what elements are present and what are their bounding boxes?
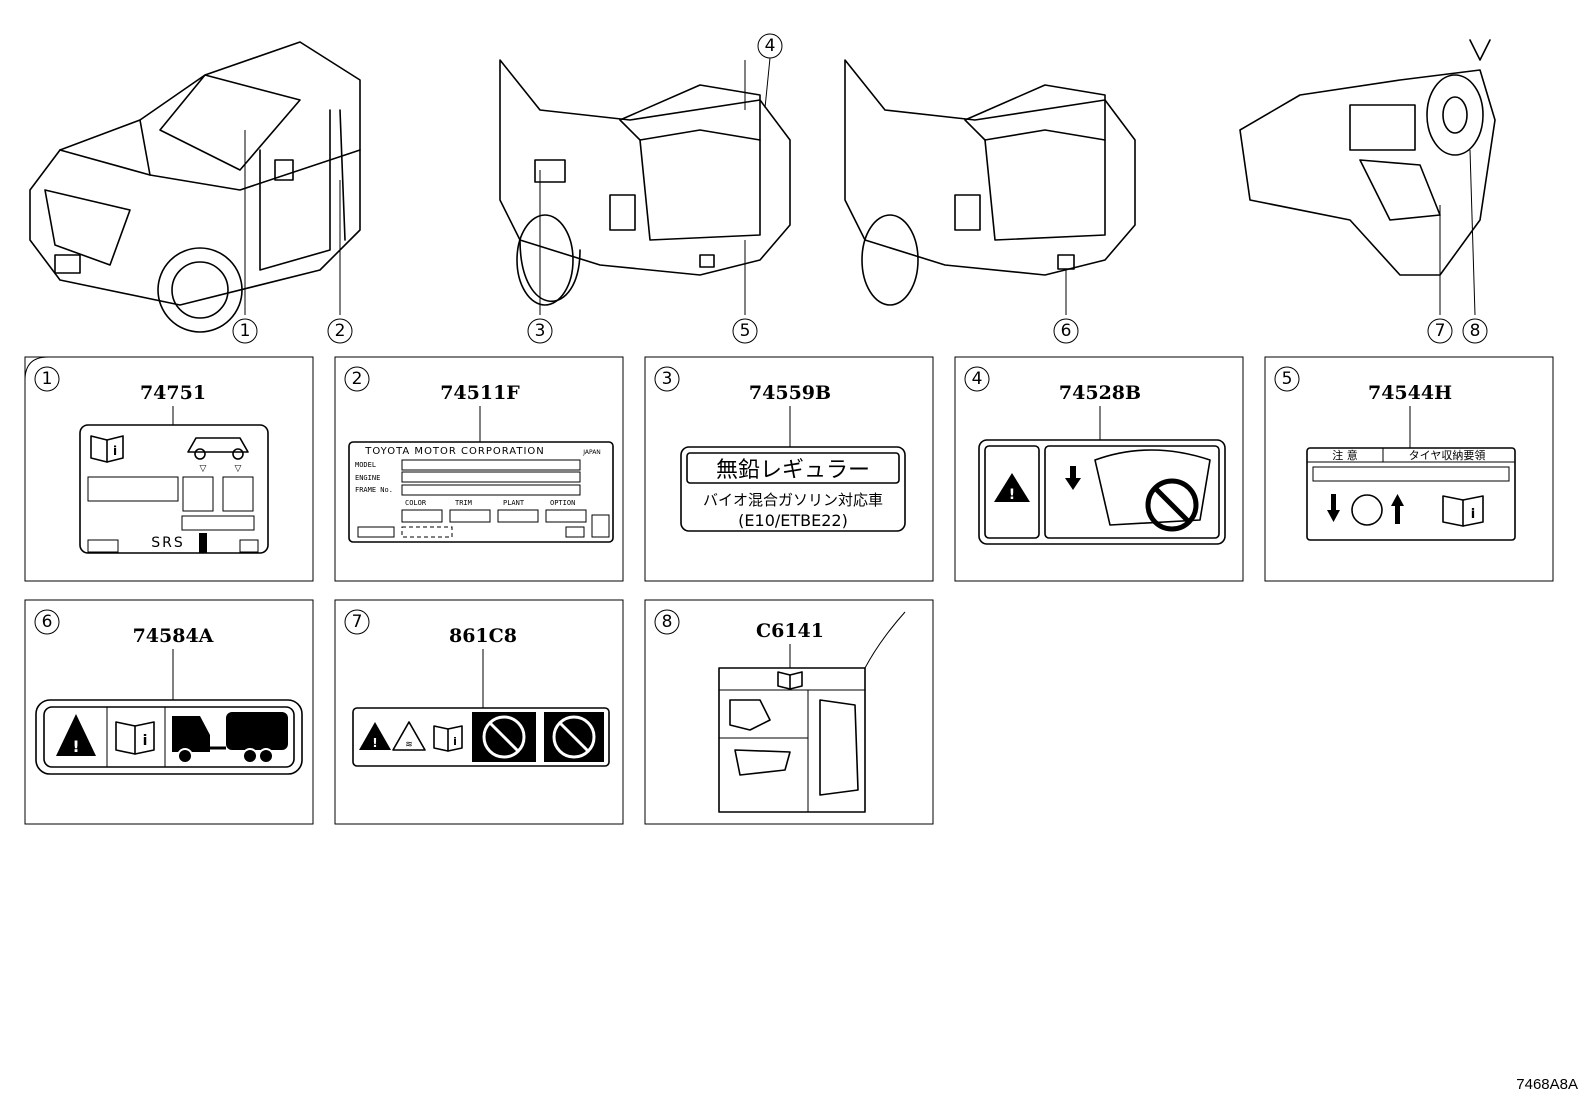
svg-text:3: 3 <box>662 369 673 389</box>
manual-icon: i <box>115 721 155 755</box>
svg-text:7: 7 <box>352 612 363 632</box>
manual-icon: i <box>90 435 124 463</box>
prohibited-icon <box>552 715 596 759</box>
svg-text:i: i <box>1471 507 1475 522</box>
svg-text:74511F: 74511F <box>440 382 520 404</box>
manual-icon <box>777 671 803 690</box>
manual-icon: i <box>433 725 463 752</box>
vehicle-interior-view <box>1239 39 1496 316</box>
svg-text:(E10/ETBE22): (E10/ETBE22) <box>738 511 848 530</box>
warning-triangle-icon <box>994 473 1030 502</box>
svg-text:i: i <box>453 735 457 748</box>
warning-triangle-icon <box>56 714 96 756</box>
svg-text:3: 3 <box>535 321 546 341</box>
svg-text:ENGINE: ENGINE <box>355 474 380 482</box>
svg-text:1: 1 <box>42 369 53 389</box>
svg-text:74544H: 74544H <box>1368 382 1452 404</box>
prohibited-icon <box>482 715 526 759</box>
vehicle-rear-view-b <box>844 59 1136 315</box>
manual-icon: i <box>1442 495 1484 527</box>
svg-text:6: 6 <box>1061 321 1072 341</box>
svg-text:7: 7 <box>1435 321 1446 341</box>
svg-text:74528B: 74528B <box>1059 382 1141 404</box>
hot-surface-icon: ≋ <box>392 721 426 751</box>
trailer-icon <box>172 712 288 764</box>
svg-text:8: 8 <box>1470 321 1481 341</box>
arrow-up-icon <box>1391 494 1404 524</box>
svg-text:861C8: 861C8 <box>449 625 517 647</box>
svg-text:PLANT: PLANT <box>503 499 525 507</box>
svg-text:バイオ混合ガソリン対応車: バイオ混合ガソリン対応車 <box>703 491 883 509</box>
svg-text:5: 5 <box>740 321 751 341</box>
svg-text:MODEL: MODEL <box>355 461 376 469</box>
svg-text:無鉛レギュラー: 無鉛レギュラー <box>716 458 870 483</box>
svg-text:OPTION: OPTION <box>550 499 575 507</box>
svg-text:i: i <box>113 444 117 458</box>
svg-text:C6141: C6141 <box>756 620 824 642</box>
svg-text:6: 6 <box>42 612 53 632</box>
top-callouts: 1 2 3 4 5 6 7 8 <box>232 33 1488 344</box>
panel-6: 6 74584A ! i <box>24 599 314 825</box>
svg-text:2: 2 <box>335 321 346 341</box>
panel-3: 3 74559B 無鉛レギュラー バイオ混合ガソリン対応車 (E10/ETBE2… <box>644 356 934 582</box>
part-number: 74751 <box>140 382 206 404</box>
panel-4: 4 74528B ! <box>954 356 1244 582</box>
svg-text:74584A: 74584A <box>133 625 214 647</box>
svg-text:COLOR: COLOR <box>405 499 427 507</box>
svg-text:SRS: SRS <box>151 535 185 551</box>
svg-text:タイヤ収納要領: タイヤ収納要領 <box>1409 448 1486 462</box>
svg-text:1: 1 <box>240 321 251 341</box>
svg-text:!: ! <box>72 737 79 756</box>
svg-text:≋: ≋ <box>405 740 413 750</box>
panel-5: 5 74544H 注 意 タイヤ収納要領 i <box>1264 356 1554 582</box>
svg-text:FRAME No.: FRAME No. <box>355 486 393 494</box>
arrow-down-icon <box>1065 466 1081 490</box>
svg-text:TOYOTA MOTOR CORPORATION: TOYOTA MOTOR CORPORATION <box>364 446 545 457</box>
vehicle-icon <box>187 437 249 460</box>
svg-text:i: i <box>143 733 148 749</box>
svg-text:▽: ▽ <box>200 464 207 474</box>
warning-triangle-icon <box>359 722 391 750</box>
panel-1: 1 74751 i ▽ ▽ SRS <box>24 356 314 582</box>
svg-text:!: ! <box>1009 487 1015 503</box>
panel-8: 8 C6141 <box>644 599 934 825</box>
svg-text:4: 4 <box>765 36 776 56</box>
svg-text:!: ! <box>372 736 377 750</box>
svg-text:4: 4 <box>972 369 983 389</box>
svg-text:▽: ▽ <box>235 464 242 474</box>
panel-7: 7 861C8 ! ≋ i <box>334 599 624 825</box>
svg-text:注 意: 注 意 <box>1332 448 1358 462</box>
svg-text:JAPAN: JAPAN <box>582 449 601 456</box>
svg-text:8: 8 <box>662 612 673 632</box>
svg-text:TRIM: TRIM <box>455 499 472 507</box>
panel-2: 2 74511F TOYOTA MOTOR CORPORATION JAPAN … <box>334 356 624 582</box>
arrow-down-icon <box>1327 494 1340 522</box>
diagram-code: 7468A8A <box>1516 1076 1578 1093</box>
prohibited-icon <box>1145 478 1199 532</box>
svg-text:2: 2 <box>352 369 363 389</box>
svg-text:74559B: 74559B <box>749 382 831 404</box>
svg-text:5: 5 <box>1282 369 1293 389</box>
vehicle-front-view <box>29 41 361 333</box>
vehicle-rear-view-a <box>499 59 791 315</box>
